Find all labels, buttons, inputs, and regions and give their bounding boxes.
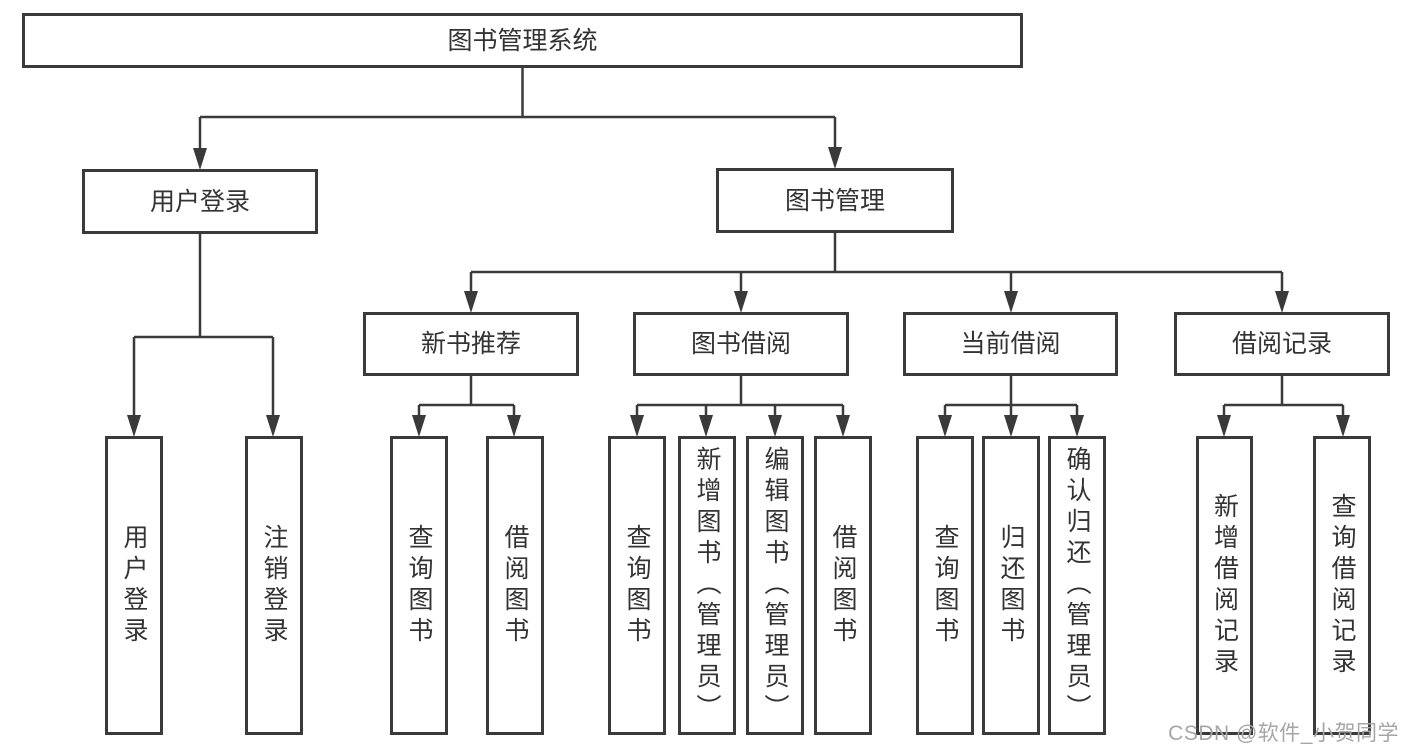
- node-book-borrow: 图书借阅: [633, 312, 849, 376]
- arrowhead: [1004, 291, 1018, 313]
- arrowhead: [836, 415, 850, 437]
- arrowhead: [938, 415, 952, 437]
- leaf-borrow-books-2: 借阅图书: [814, 436, 872, 735]
- node-new-book-recommend: 新书推荐: [363, 312, 579, 376]
- watermark-text: CSDN @软件_小贺同学: [1168, 722, 1399, 745]
- leaf-confirm-return-admin: 确认归还（管理员）: [1048, 436, 1106, 735]
- node-user-login: 用户登录: [82, 169, 318, 234]
- arrowhead: [1217, 415, 1231, 437]
- leaf-add-books-admin: 新增图书（管理员）: [678, 436, 736, 735]
- arrowhead: [1336, 415, 1350, 437]
- arrowhead: [464, 291, 478, 313]
- arrowhead: [266, 415, 280, 437]
- leaf-user-login: 用户登录: [105, 436, 163, 735]
- arrowhead: [507, 415, 521, 437]
- arrowhead: [193, 148, 207, 170]
- arrowhead: [127, 415, 141, 437]
- leaf-return-books: 归还图书: [982, 436, 1040, 735]
- leaf-logout: 注销登录: [245, 436, 303, 735]
- leaf-borrow-books-1: 借阅图书: [486, 436, 544, 735]
- leaf-edit-books-admin: 编辑图书（管理员）: [746, 436, 804, 735]
- arrowhead: [1275, 291, 1289, 313]
- arrowhead: [412, 415, 426, 437]
- arrowhead: [630, 415, 644, 437]
- arrowhead: [828, 147, 842, 169]
- node-book-management: 图书管理: [716, 168, 954, 233]
- arrowhead: [1004, 415, 1018, 437]
- arrowhead: [699, 415, 713, 437]
- arrowhead: [768, 415, 782, 437]
- node-current-borrow: 当前借阅: [903, 312, 1118, 376]
- node-borrow-records: 借阅记录: [1174, 312, 1390, 376]
- arrowhead: [1070, 415, 1084, 437]
- node-root: 图书管理系统: [22, 13, 1023, 68]
- leaf-add-borrow-record: 新增借阅记录: [1196, 436, 1253, 735]
- leaf-query-borrow-record: 查询借阅记录: [1313, 436, 1371, 735]
- leaf-query-books-3: 查询图书: [916, 436, 974, 735]
- leaf-query-books-1: 查询图书: [390, 436, 448, 735]
- arrowhead: [734, 291, 748, 313]
- leaf-query-books-2: 查询图书: [608, 436, 666, 735]
